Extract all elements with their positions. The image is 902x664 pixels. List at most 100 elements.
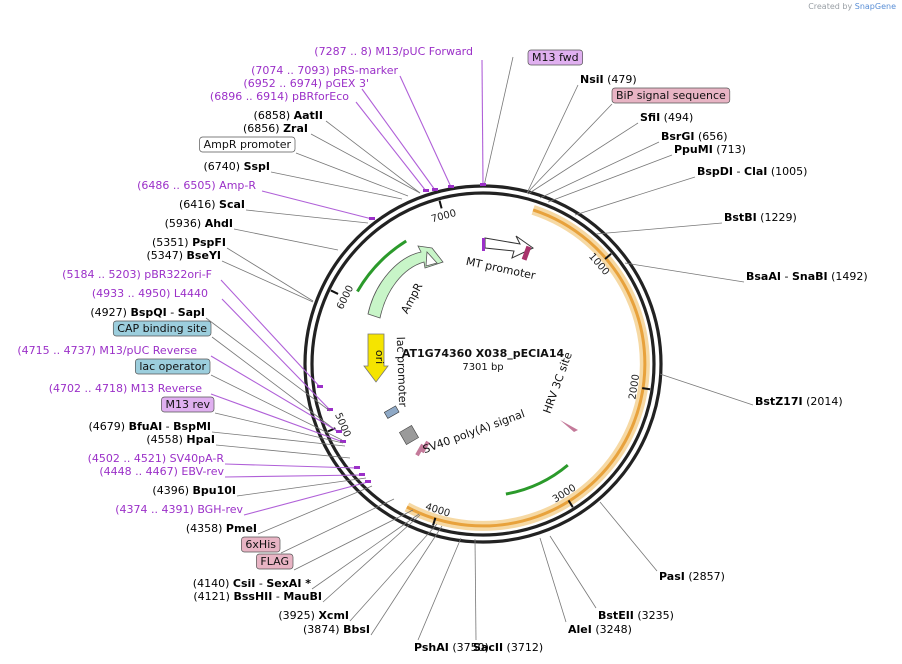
right-leader-14 [417, 537, 462, 641]
right-enzyme-part-11-0: BstEII [598, 609, 634, 622]
left-enzyme-part-27-1: PmeI [226, 522, 257, 535]
left-feature-label-28: 6xHis [245, 538, 276, 551]
left-primer-site-19 [340, 440, 346, 443]
right-enzyme-part-9-1: (2014) [803, 395, 843, 408]
right-leader-6 [574, 176, 696, 216]
left-enzyme-part-30-3: SexAI * [266, 577, 311, 590]
right-enzyme-part-11-1: (3235) [634, 609, 674, 622]
tick-mark-6000 [330, 289, 339, 295]
right-enzyme-part-7-0: BstBI [724, 211, 757, 224]
left-primer-site-24 [359, 473, 365, 476]
tick-label-5000: 5000 [332, 411, 352, 439]
left-enzyme-part-21-1: BfuAI [129, 420, 163, 433]
map-length: 7301 bp [462, 362, 503, 373]
left-enzyme-label-9: (6416) ScaI [179, 198, 245, 211]
left-feature-box-6 [199, 136, 296, 153]
left-enzyme-label-32: (3925) XcmI [278, 609, 349, 622]
right-enzyme-label-5: PpuMI (713) [674, 143, 746, 156]
left-primer-label-23: (4502 .. 4521) SV40pA-R [88, 452, 225, 465]
left-feature-label-16: CAP binding site [117, 322, 207, 335]
left-primer-site-13 [317, 385, 323, 388]
left-enzyme-part-12-0: (5347) [146, 249, 186, 262]
left-leader-3 [355, 101, 427, 192]
left-enzyme-part-31-0: (4121) [193, 590, 233, 603]
right-enzyme-part-6-1: - [733, 165, 744, 178]
left-enzyme-part-10-0: (5936) [165, 217, 205, 230]
left-leader-11 [226, 247, 314, 302]
left-primer-label-17: (4715 .. 4737) M13/pUC Reverse [17, 344, 197, 357]
left-enzyme-label-33: (3874) BbsI [303, 623, 370, 636]
left-enzyme-part-15-1: BspQI [130, 306, 166, 319]
left-enzyme-part-27-0: (4358) [186, 522, 226, 535]
map-name: AT1G74360 X038_pECIA14 [402, 347, 565, 360]
left-primer-site-1 [448, 185, 454, 188]
left-primer-label-14: (4933 .. 4950) L4440 [92, 287, 208, 300]
left-leader-18 [210, 374, 343, 441]
left-leader-15 [205, 317, 331, 412]
left-leader-29 [293, 509, 414, 571]
right-enzyme-part-7-1: (1229) [757, 211, 797, 224]
left-enzyme-part-15-3: SapI [178, 306, 205, 319]
left-enzyme-part-15-2: - [167, 306, 178, 319]
right-enzyme-label-14: PshAI (3750) [414, 641, 489, 654]
tick-label-7000: 7000 [430, 208, 457, 225]
left-enzyme-part-15-0: (4927) [90, 306, 130, 319]
left-enzyme-part-30-0: (4140) [193, 577, 233, 590]
ampr-green-arc [356, 239, 407, 293]
hrv-green-arc [505, 463, 569, 496]
right-enzyme-part-10-0: PasI [659, 570, 685, 583]
left-enzyme-part-21-3: BspMI [173, 420, 211, 433]
left-enzyme-part-9-0: (6416) [179, 198, 219, 211]
m13fwd-primer-mark [482, 238, 485, 251]
left-leader-2 [361, 88, 436, 191]
left-enzyme-part-22-1: HpaI [186, 433, 215, 446]
left-leader-22 [215, 444, 351, 459]
left-enzyme-label-31: (4121) BssHII - MauBI [193, 590, 322, 603]
his-block [420, 440, 430, 454]
right-enzyme-part-13-0: SacII [473, 641, 503, 654]
left-enzyme-part-9-1: ScaI [219, 198, 245, 211]
right-enzyme-label-11: BstEII (3235) [598, 609, 674, 622]
left-feature-box-29 [256, 553, 294, 570]
left-enzyme-label-12: (5347) BseYI [146, 249, 221, 262]
left-enzyme-part-22-0: (4558) [146, 433, 186, 446]
left-primer-label-8: (6486 .. 6505) Amp-R [137, 179, 256, 192]
left-primer-label-0: (7287 .. 8) M13/pUC Forward [314, 45, 473, 58]
right-enzyme-part-6-3: (1005) [767, 165, 807, 178]
left-enzyme-part-11-1: PspFI [192, 236, 226, 249]
left-enzyme-part-25-1: Bpu10I [193, 484, 237, 497]
flag-block [415, 443, 425, 457]
right-enzyme-part-1-0: NsiI [580, 73, 604, 86]
backbone-inner-ring [310, 191, 656, 537]
right-leader-9 [659, 373, 754, 406]
right-enzyme-part-5-1: (713) [713, 143, 746, 156]
lac-operator-block [383, 405, 400, 419]
left-enzyme-part-5-1: ZraI [283, 122, 308, 135]
left-leader-28 [280, 498, 395, 554]
left-leader-13 [220, 279, 321, 388]
sv40-block [399, 425, 419, 445]
left-leader-4 [325, 120, 421, 194]
right-feature-box-2 [611, 87, 731, 104]
ori-arrow [363, 333, 389, 383]
left-feature-box-16 [112, 320, 212, 337]
left-leader-25 [236, 477, 367, 497]
right-leader-13 [474, 538, 477, 641]
right-leader-1 [526, 84, 579, 194]
left-leader-0 [481, 59, 484, 186]
tick-mark-1000 [604, 253, 612, 260]
left-leader-26 [243, 481, 369, 516]
right-leader-0 [483, 56, 514, 187]
left-primer-label-19: (4702 .. 4718) M13 Reverse [49, 382, 202, 395]
right-feature-label-0: M13 fwd [532, 51, 579, 64]
right-leader-5 [547, 154, 673, 203]
right-leader-4 [539, 141, 660, 199]
left-enzyme-part-12-1: BseYI [187, 249, 221, 262]
left-leader-9 [245, 209, 369, 224]
left-leader-16 [211, 336, 339, 433]
right-leader-12 [539, 537, 567, 623]
right-feature-label-2: BiP signal sequence [616, 89, 726, 102]
right-enzyme-part-3-0: SfiI [640, 111, 660, 124]
tick-label-6000: 6000 [335, 284, 356, 312]
feature-label-lac: lac promoter [394, 336, 409, 407]
